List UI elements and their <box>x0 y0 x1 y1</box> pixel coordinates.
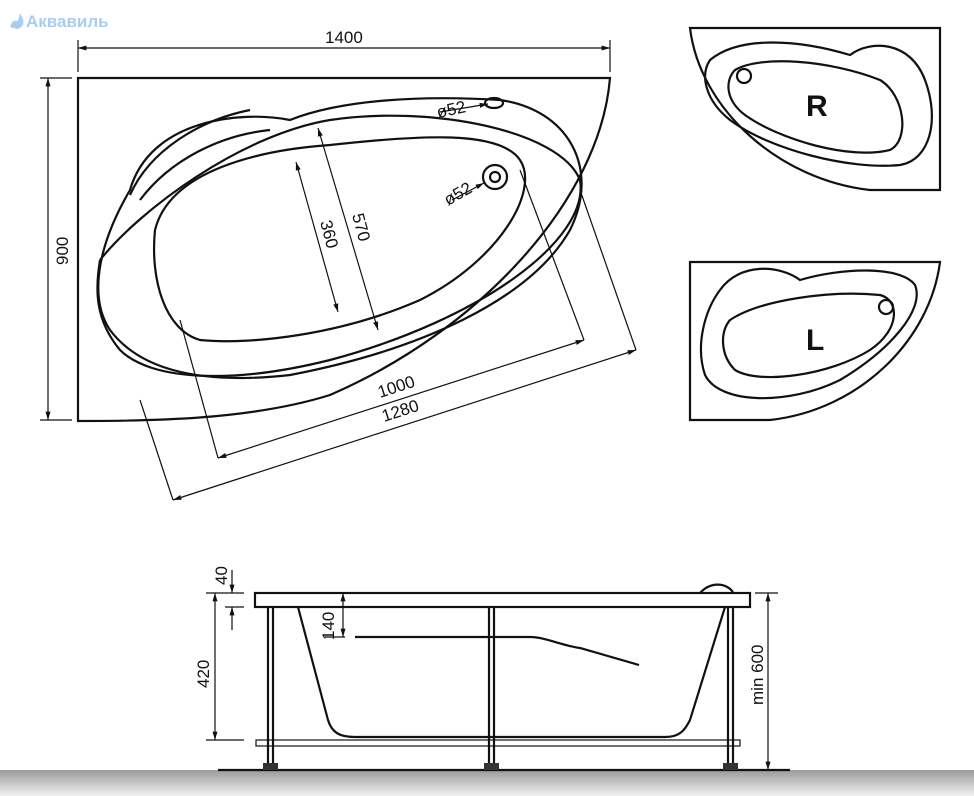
tub-basin <box>153 136 527 343</box>
overflow-depth-dimension: 140 <box>319 612 338 640</box>
right-variant-label: R <box>806 90 828 123</box>
width-dimension: 1400 <box>325 28 363 47</box>
variant-right: R <box>688 26 942 192</box>
depth-dimension: 900 <box>53 237 72 265</box>
side-depth-dimension: 420 <box>194 660 213 688</box>
rim-thickness-dimension: 40 <box>212 566 231 585</box>
left-variant-label: L <box>806 324 824 357</box>
tub-rim-outer <box>96 114 582 378</box>
floor <box>0 770 974 796</box>
headrest <box>128 108 271 201</box>
variant-left: L <box>688 260 942 422</box>
overflow-dimension: ø52 <box>435 97 468 122</box>
logo: Аквавиль <box>10 12 109 31</box>
height-dimension: min 600 <box>748 645 767 705</box>
tub-rim-side <box>253 591 752 609</box>
tub-rim <box>97 97 583 380</box>
logo-icon <box>10 13 24 29</box>
side-view: 420 40 140 min 600 <box>0 566 974 796</box>
tub-body-side <box>296 606 727 739</box>
legs <box>263 607 738 770</box>
top-view: 1400 900 570 360 ø52 ø52 1000 1280 <box>40 28 637 501</box>
logo-text: Аквавиль <box>26 12 109 31</box>
drain-icon <box>481 163 509 191</box>
inner-width-dimension: 570 <box>348 211 374 243</box>
drain-dimension: ø52 <box>441 178 476 209</box>
